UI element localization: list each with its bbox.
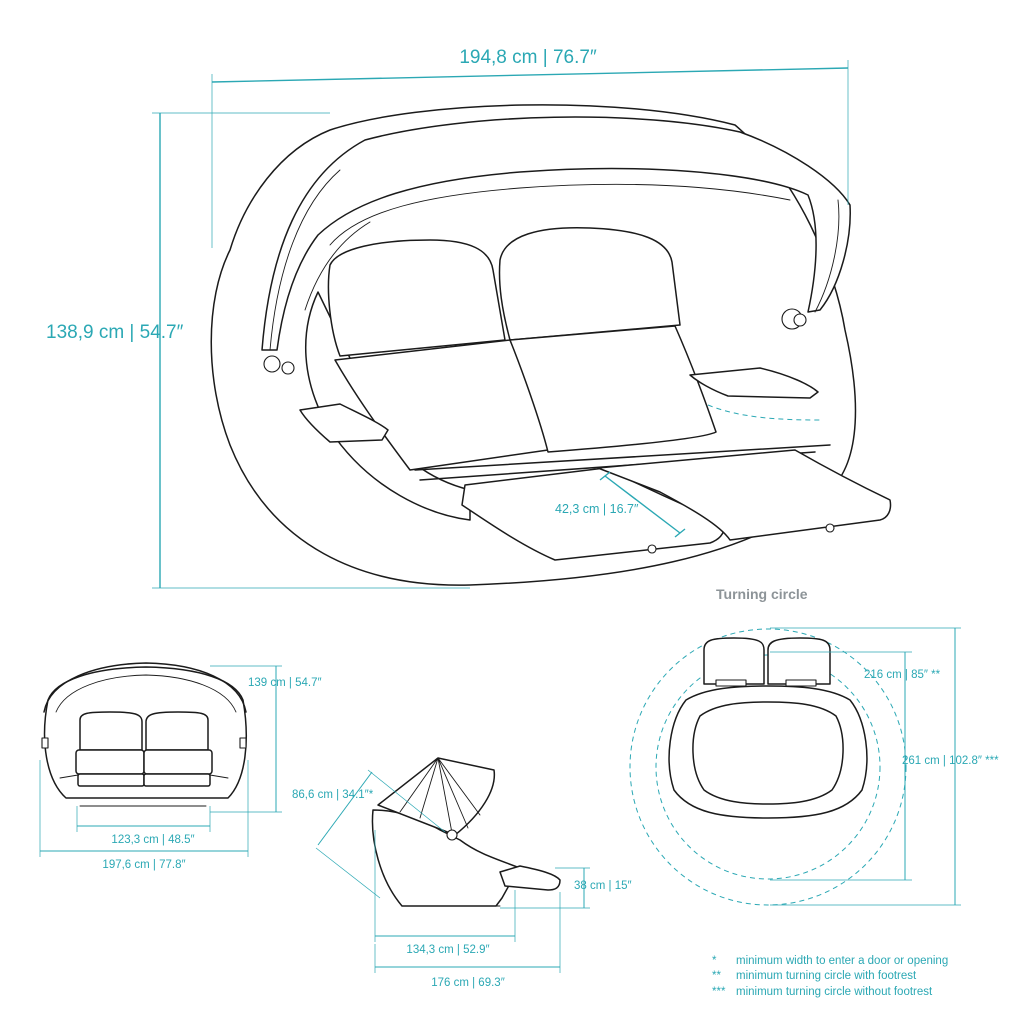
back-cushion-right xyxy=(498,226,681,341)
front-outer-width-label: 197,6 cm | 77.8″ xyxy=(102,859,185,871)
legend-text-3: minimum turning circle without footrest xyxy=(736,986,933,998)
front-back-cushion-right xyxy=(145,711,209,751)
legend-text-2: minimum turning circle with footrest xyxy=(736,970,917,982)
turning-circle-with-footrest xyxy=(655,654,881,880)
footrest-dim-tick-b xyxy=(674,528,686,538)
legend-marker-3: *** xyxy=(712,986,726,998)
top-footrest-right xyxy=(767,637,831,685)
footrest-dim-tick-a xyxy=(599,471,611,481)
side-footrest-height-label: 38 cm | 15″ xyxy=(574,880,632,892)
turning-with-footrest-label: 216 cm | 85″ ** xyxy=(864,669,941,681)
left-hinge xyxy=(263,355,281,373)
top-seat-cushion xyxy=(692,701,844,805)
front-inner-width-label: 123,3 cm | 48.5″ xyxy=(111,834,194,846)
front-armrest-left xyxy=(59,774,79,779)
footrest-dimension-label: 42,3 cm | 16.7″ xyxy=(555,502,639,516)
turning-circle-title: Turning circle xyxy=(716,586,808,602)
right-footrest xyxy=(597,449,892,541)
turning-without-footrest-label: 261 cm | 102.8″ *** xyxy=(902,755,999,767)
top-tray-right xyxy=(785,679,817,687)
front-view: 139 cm | 54.7″ 123,3 cm | 48.5″ 197,6 cm… xyxy=(39,662,322,871)
height-dimension-label: 138,9 cm | 54.7″ xyxy=(46,322,184,343)
turning-circle-without-footrest xyxy=(629,628,907,906)
front-hinge-left xyxy=(41,737,49,749)
left-armrest-tray xyxy=(299,403,389,443)
canopy-rib-left xyxy=(269,169,341,351)
legend-marker-1: * xyxy=(712,955,717,967)
width-dimension-line xyxy=(211,67,849,83)
front-footrest-right xyxy=(143,773,211,787)
side-diagonal-line xyxy=(317,771,373,846)
legend-text-1: minimum width to enter a door or opening xyxy=(736,955,948,967)
canopy-inner-rim-2 xyxy=(304,221,371,311)
canopy-rib-right xyxy=(814,199,840,313)
width-dimension-label: 194,8 cm | 76.7″ xyxy=(459,47,597,68)
front-hinge-right xyxy=(239,737,247,749)
side-canopy xyxy=(377,757,496,836)
turning-circle-view: Turning circle 216 cm | 85″ ** 261 cm | … xyxy=(629,586,999,906)
canopy xyxy=(261,116,851,351)
top-tray-left xyxy=(715,679,747,687)
side-diagonal-ext-a xyxy=(367,769,446,833)
side-view: 86,6 cm | 34.1″* 38 cm | 15″ 134,3 cm | … xyxy=(292,757,632,989)
front-height-label: 139 cm | 54.7″ xyxy=(248,677,322,689)
main-perspective-view: 194,8 cm | 76.7″ 138,9 cm | 54.7″ 42,3 c… xyxy=(46,47,892,589)
side-hinge xyxy=(446,829,458,841)
right-hinge-cap xyxy=(793,313,807,327)
footnote-legend: * minimum width to enter a door or openi… xyxy=(712,955,948,998)
front-seat-right xyxy=(143,749,213,775)
front-armrest-right xyxy=(209,774,229,779)
top-footrest-left xyxy=(703,637,765,685)
left-footrest xyxy=(461,467,726,561)
front-canopy-rim xyxy=(55,674,237,713)
side-footrest xyxy=(499,865,561,891)
front-back-cushion-left xyxy=(79,711,143,751)
front-seat-left xyxy=(75,749,145,775)
front-footrest-left xyxy=(77,773,145,787)
side-total-depth-label: 176 cm | 69.3″ xyxy=(431,977,505,989)
side-depth-label: 134,3 cm | 52.9″ xyxy=(406,944,489,956)
side-canopy-ribs xyxy=(399,757,481,834)
right-armrest-tray xyxy=(689,367,819,399)
footrest-latch-left xyxy=(647,544,657,554)
front-canopy xyxy=(43,662,247,713)
left-hinge-cap xyxy=(281,361,295,375)
side-diagonal-ext-b xyxy=(315,847,381,899)
back-cushion-left xyxy=(327,239,506,357)
top-pod-shell xyxy=(668,685,868,819)
canopy-inner-rim xyxy=(329,183,791,246)
legend-marker-2: ** xyxy=(712,970,721,982)
side-diagonal-label: 86,6 cm | 34.1″* xyxy=(292,789,374,801)
footrest-latch-right xyxy=(825,523,835,533)
footrest-dimension-line xyxy=(604,475,681,534)
right-dashed-hidden-line xyxy=(707,404,821,421)
